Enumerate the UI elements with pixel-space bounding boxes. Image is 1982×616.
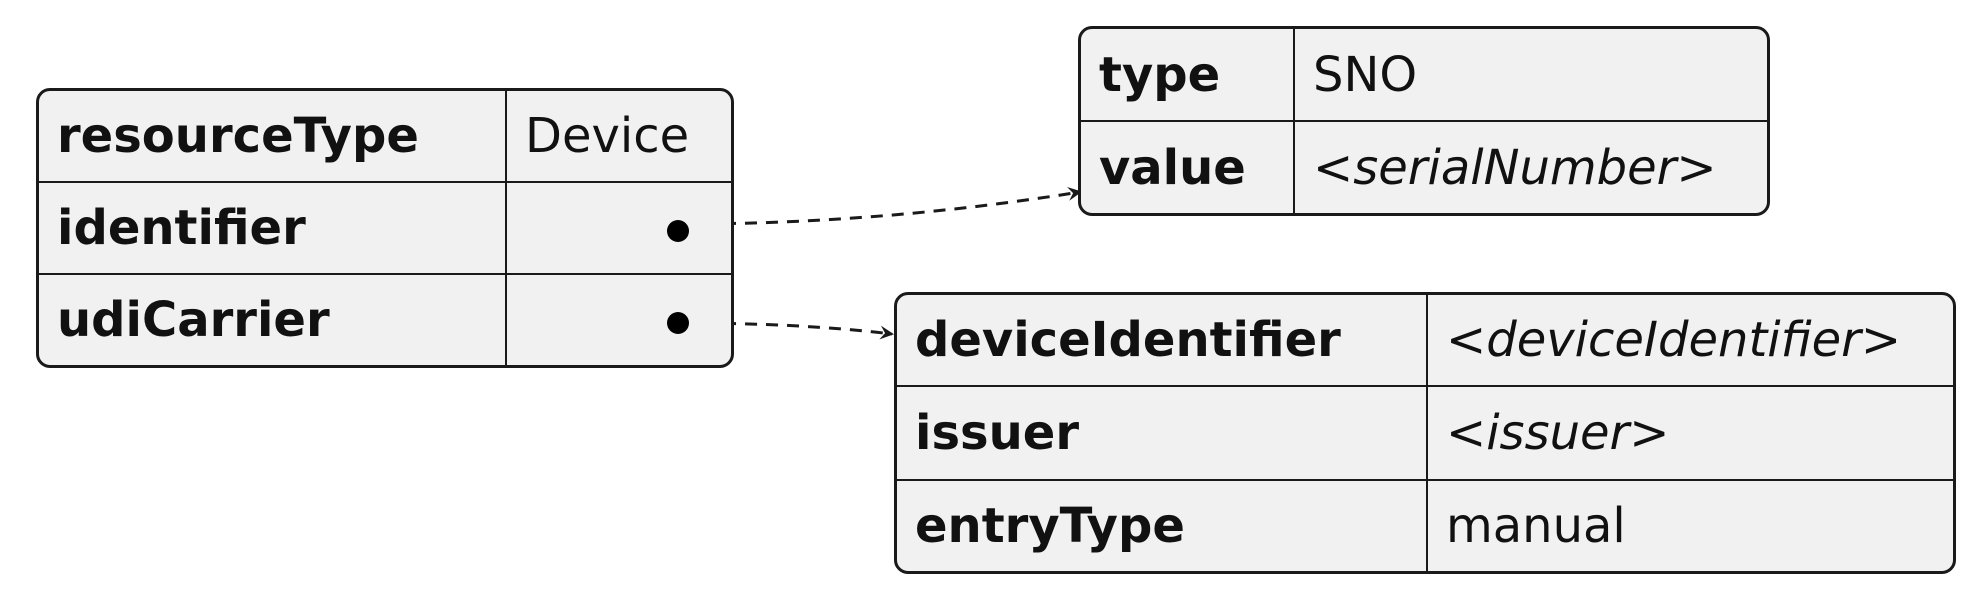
issuer-row: issuer <issuer>: [897, 386, 1953, 481]
issuer-key: issuer: [897, 386, 1428, 481]
device-identifier-key: deviceIdentifier: [897, 295, 1428, 388]
identifier-value-key: value: [1081, 121, 1295, 213]
identifier-value-value: <serialNumber>: [1313, 139, 1717, 196]
identifier-key: identifier: [39, 181, 507, 276]
identifier-object-card: type SNO value <serialNumber>: [1078, 26, 1770, 216]
device-identifier-row: deviceIdentifier <deviceIdentifier>: [897, 295, 1953, 388]
udi-carrier-key: udiCarrier: [39, 274, 507, 365]
identifier-type-key: type: [1081, 29, 1295, 122]
entry-type-key: entryType: [897, 479, 1428, 571]
identifier-value-row: value <serialNumber>: [1081, 121, 1767, 213]
identifier-connector: [681, 186, 1082, 226]
identifier-row: identifier: [39, 181, 731, 276]
identifier-link-cell: [506, 181, 731, 276]
identifier-type-value: SNO: [1294, 29, 1767, 122]
udi-carrier-link-dot-icon: [667, 312, 689, 335]
entry-type-row: entryType manual: [897, 479, 1953, 571]
resource-type-row: resourceType Device: [39, 91, 731, 183]
udi-carrier-object-card: deviceIdentifier <deviceIdentifier> issu…: [894, 292, 1956, 574]
udi-carrier-row: udiCarrier: [39, 274, 731, 365]
entry-type-value: manual: [1446, 497, 1626, 554]
identifier-link-dot-icon: [667, 219, 689, 242]
identifier-type-row: type SNO: [1081, 29, 1767, 122]
device-object-card: resourceType Device identifier udiCarrie…: [36, 88, 734, 368]
resource-type-key: resourceType: [39, 91, 507, 183]
udi-carrier-link-cell: [506, 274, 731, 365]
resource-type-value: Device: [506, 91, 731, 183]
issuer-value: <issuer>: [1427, 386, 1953, 481]
device-identifier-value: <deviceIdentifier>: [1427, 295, 1953, 388]
